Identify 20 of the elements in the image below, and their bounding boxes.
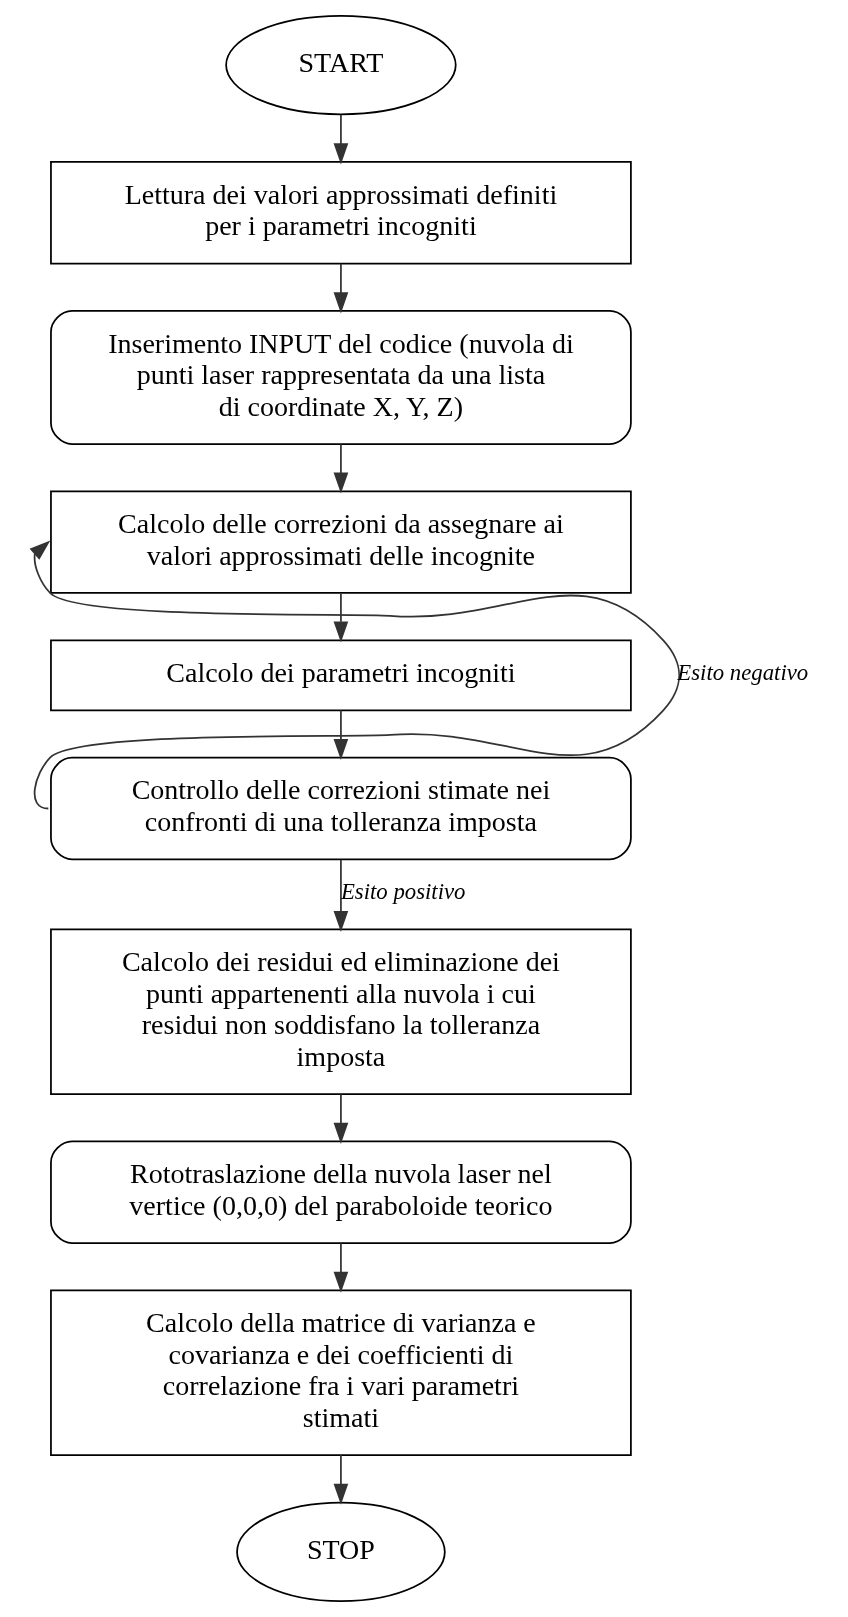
node-ellipse: START (225, 15, 457, 116)
arrow (333, 592, 349, 643)
arrow (29, 540, 680, 810)
arrow (333, 1242, 349, 1293)
arrow (333, 858, 349, 932)
arrow (333, 114, 349, 165)
node-box: Lettura dei valori approssimati definiti per i parametri incogniti (50, 161, 632, 265)
arrow (333, 443, 349, 494)
node-box: Rototraslazione della nuvola laser nel vertice (0,0,0) del paraboloide teorico (50, 1140, 632, 1244)
node-box: Inserimento INPUT del codice (nuvola di punti laser rappresentata da una lista di coordinate X, Y, Z) (50, 310, 632, 445)
arrow (333, 1454, 349, 1505)
node-box: Calcolo dei residui ed eliminazione dei punti appartenenti alla nuvola i cui residui non soddisfano la tolleranza imposta (50, 928, 632, 1095)
node-ellipse: STOP (236, 1501, 446, 1602)
node-box: Calcolo dei parametri incogniti (50, 639, 632, 712)
arrow (333, 1093, 349, 1144)
node-box: Calcolo delle correzioni da assegnare ai valori approssimati delle incognite (50, 490, 632, 594)
arrow (333, 709, 349, 760)
arrow (333, 262, 349, 314)
node-box: Controllo delle correzioni stimate nei confronti di una tolleranza imposta (50, 756, 632, 861)
node-box: Calcolo della matrice di varianza e covarianza e dei coefficienti di correlazione fra i vari parametri stimati (50, 1289, 632, 1456)
